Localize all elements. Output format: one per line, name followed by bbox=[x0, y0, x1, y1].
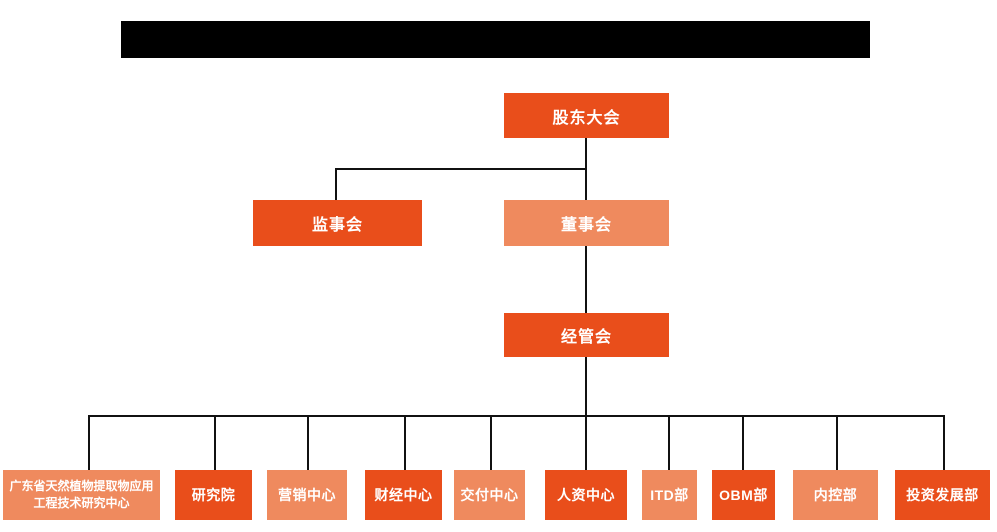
node-management-committee: 经管会 bbox=[504, 313, 669, 357]
connector-board-down bbox=[585, 246, 587, 313]
node-dept-research-center: 广东省天然植物提取物应用工程技术研究中心 bbox=[3, 470, 160, 520]
connector-drop-internal-control bbox=[836, 415, 838, 470]
connector-drop-research-institute bbox=[214, 415, 216, 470]
node-dept-hr-center: 人资中心 bbox=[545, 470, 627, 520]
node-dept-itd: ITD部 bbox=[642, 470, 697, 520]
node-dept-investment-development: 投资发展部 bbox=[895, 470, 990, 520]
node-dept-obm: OBM部 bbox=[712, 470, 775, 520]
node-dept-delivery-center: 交付中心 bbox=[454, 470, 525, 520]
node-shareholders-meeting: 股东大会 bbox=[504, 93, 669, 138]
connector-management-down bbox=[585, 357, 587, 470]
connector-drop-research-center bbox=[88, 415, 90, 470]
node-dept-finance-center: 财经中心 bbox=[365, 470, 442, 520]
connector-drop-investment-development bbox=[943, 415, 945, 470]
node-dept-research-institute: 研究院 bbox=[175, 470, 252, 520]
node-dept-marketing-center: 营销中心 bbox=[267, 470, 347, 520]
connector-drop-marketing-center bbox=[307, 415, 309, 470]
node-dept-internal-control: 内控部 bbox=[793, 470, 878, 520]
node-supervisory-board: 监事会 bbox=[253, 200, 422, 246]
connector-drop-obm bbox=[742, 415, 744, 470]
redacted-title-bar bbox=[121, 21, 870, 58]
connector-branch-horizontal bbox=[335, 168, 587, 170]
connector-drop-delivery-center bbox=[490, 415, 492, 470]
node-board-of-directors: 董事会 bbox=[504, 200, 669, 246]
connector-supervisory-down bbox=[335, 168, 337, 200]
connector-drop-finance-center bbox=[404, 415, 406, 470]
connector-drop-itd bbox=[668, 415, 670, 470]
connector-rail-horizontal bbox=[88, 415, 945, 417]
